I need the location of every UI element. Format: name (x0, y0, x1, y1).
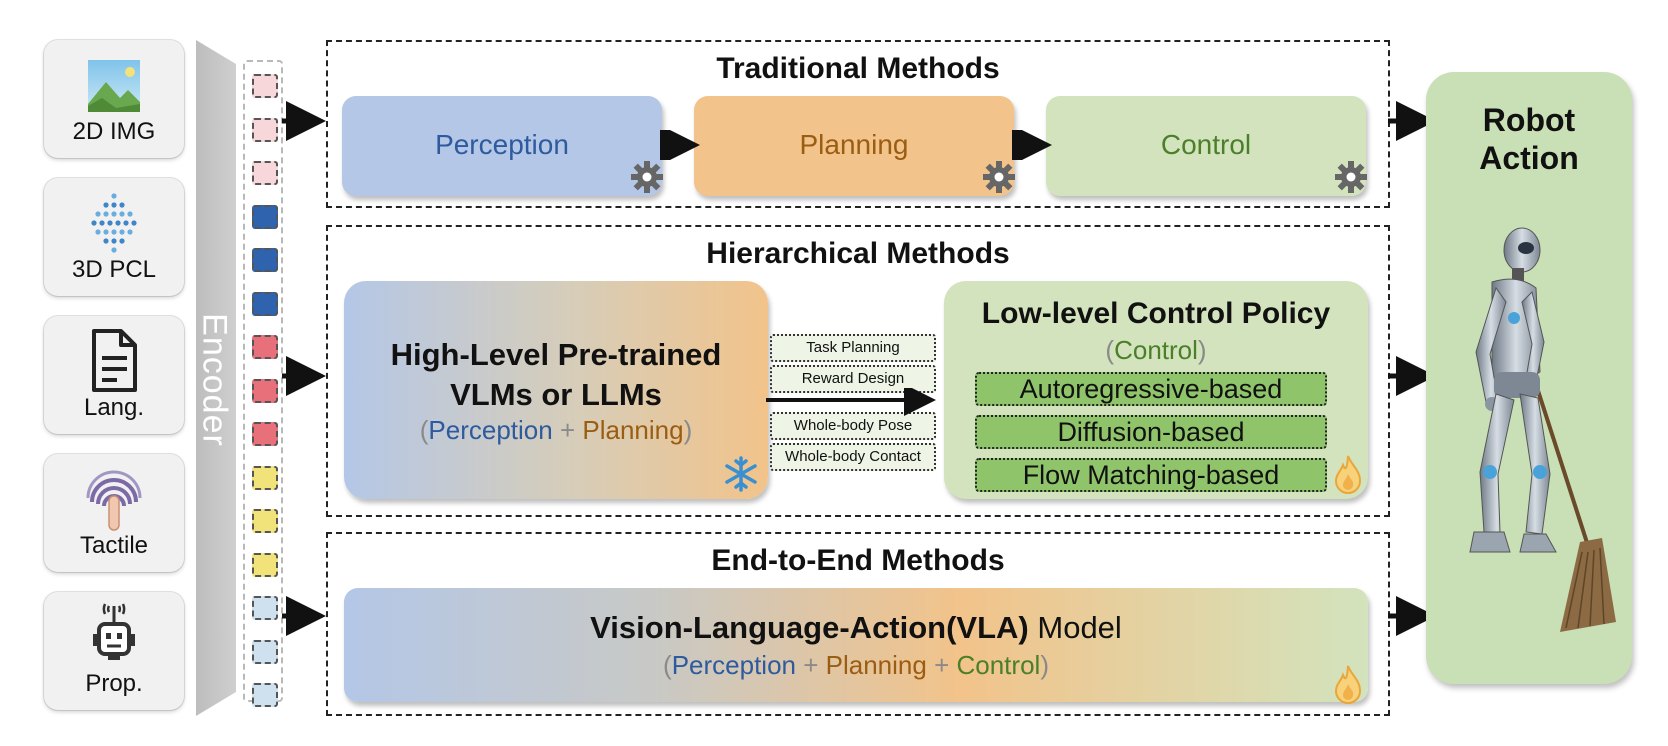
token (252, 204, 278, 229)
landscape-image-icon (88, 60, 140, 112)
end-to-end-methods-frame: End-to-End Methods (326, 532, 1390, 716)
modality-tile-3d-pcl: 3D PCL (44, 178, 184, 296)
vla-model-subtitle: (Perception + Planning + Control) (663, 650, 1049, 680)
modality-label: Lang. (83, 394, 145, 421)
robot-action-title-line1: Robot (1482, 102, 1576, 138)
hierarchical-arrow (766, 388, 936, 416)
modality-label: Tactile (79, 532, 149, 559)
tag-whole-body-pose: Whole-body Pose (770, 412, 936, 440)
document-icon (92, 329, 137, 392)
traditional-arrows (660, 130, 1052, 160)
high-level-vlm-box: High-Level Pre-trained VLMs or LLMs (Per… (344, 281, 768, 499)
high-level-subtitle: (Perception + Planning) (419, 415, 693, 445)
control-label: Control (1160, 129, 1252, 160)
traditional-methods-title: Traditional Methods (716, 52, 1000, 85)
vla-model-box: Vision-Language-Action(VLA) Model (Perce… (344, 588, 1368, 702)
token (252, 378, 278, 403)
token (252, 465, 278, 490)
perception-box: Perception (342, 96, 662, 196)
token (252, 291, 278, 316)
token (252, 117, 278, 142)
token (252, 161, 278, 185)
token (252, 596, 278, 620)
modality-tile-lang: Lang. (44, 316, 184, 434)
autoregressive-policy: Autoregressive-based (975, 372, 1327, 406)
end-to-end-methods-title: End-to-End Methods (711, 544, 1005, 577)
robot-signal-icon (93, 603, 135, 660)
token (252, 335, 278, 359)
gear-icon (631, 161, 663, 193)
hierarchical-methods-title: Hierarchical Methods (706, 237, 1010, 270)
high-level-title-line1: High-Level Pre-trained (390, 337, 722, 372)
snowflake-icon (725, 456, 757, 492)
modality-tile-prop: Prop. (44, 592, 184, 710)
vla-model-title: Vision-Language-Action(VLA) Model (590, 610, 1122, 645)
traditional-methods-frame: Traditional Methods (326, 40, 1390, 208)
control-box: Control (1046, 96, 1366, 196)
planning-box: Planning (694, 96, 1014, 196)
flame-icon (1334, 665, 1362, 704)
modality-label: 3D PCL (71, 256, 157, 283)
output-arrows (1388, 101, 1436, 636)
flow-matching-policy: Flow Matching-based (975, 458, 1327, 492)
high-level-title-line2: VLMs or LLMs (450, 377, 662, 412)
tag-whole-body-contact: Whole-body Contact (770, 443, 936, 471)
token (252, 639, 278, 664)
low-level-title: Low-level Control Policy (981, 297, 1331, 330)
token (252, 509, 278, 533)
encoder-label: Encoder (195, 313, 234, 447)
input-arrows (282, 101, 326, 636)
token (252, 552, 278, 577)
robot-action-title-line2: Action (1479, 140, 1579, 176)
hierarchical-methods-frame: Hierarchical Methods (326, 225, 1390, 517)
flame-icon (1334, 455, 1362, 494)
token-sequence (243, 60, 283, 707)
fingerprint-touch-icon (86, 470, 142, 531)
encoder-block (196, 40, 236, 716)
token (252, 248, 278, 272)
modality-label: 2D IMG (72, 118, 156, 145)
robot-action-panel: Robot Action (1426, 72, 1632, 684)
modality-label: Prop. (85, 670, 143, 697)
perception-label: Perception (435, 129, 569, 160)
gear-icon (1335, 161, 1367, 193)
token (252, 74, 278, 98)
diffusion-policy: Diffusion-based (975, 415, 1327, 449)
tag-task-planning: Task Planning (770, 334, 936, 362)
planning-label: Planning (799, 129, 909, 160)
token (252, 683, 278, 707)
modality-tile-tactile: Tactile (44, 454, 184, 572)
modality-tile-2d-img: 2D IMG (44, 40, 184, 158)
token (252, 422, 278, 446)
point-cloud-icon (91, 193, 137, 253)
humanoid-robot-sweeping-icon (1469, 227, 1616, 632)
low-level-subtitle: (Control) (1105, 335, 1207, 365)
gear-icon (983, 161, 1015, 193)
